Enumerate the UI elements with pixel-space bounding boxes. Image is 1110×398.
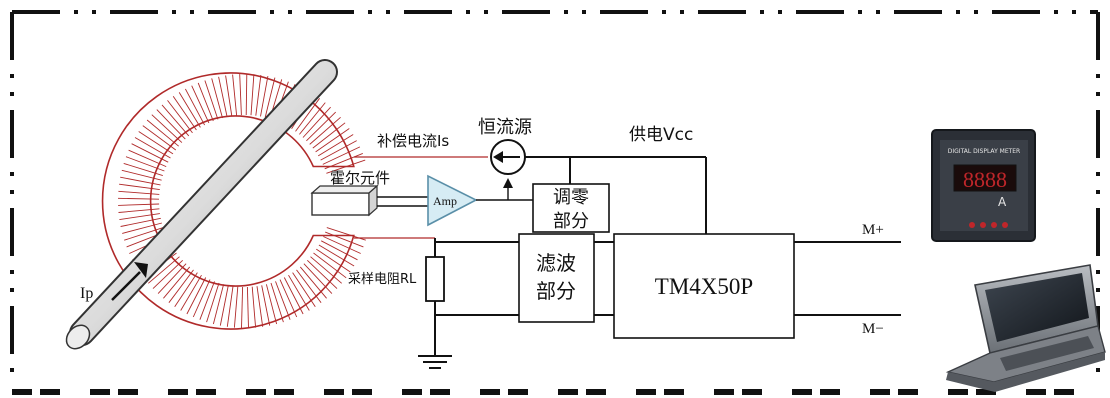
meter-digits: 8888 (963, 167, 1007, 192)
power-supply-label: 供电Vcc (629, 125, 693, 145)
zero-adjust-label-1: 调零 (553, 187, 589, 208)
hall-element-body (312, 193, 369, 215)
meter-unit: A (998, 195, 1007, 209)
filter-block (519, 234, 594, 322)
module-label: TM4X50P (655, 274, 753, 299)
sampling-resistor-label: 采样电阻RL (348, 272, 417, 287)
hall-element-top (312, 186, 377, 193)
current-source-label: 恒流源 (478, 117, 532, 138)
output-plus-label: M+ (862, 222, 884, 238)
compensation-current-label: 补偿电流Is (377, 132, 449, 150)
sampling-resistor (426, 257, 444, 301)
output-minus-label: M− (862, 321, 884, 337)
zero-adjust-label-2: 部分 (553, 211, 589, 232)
laptop-icon (946, 265, 1105, 392)
amplifier-label: Amp (433, 194, 457, 208)
primary-current-label: Ip (80, 285, 93, 302)
control-arrow-icon (503, 178, 513, 188)
meter-brand: DIGITAL DISPLAY METER (948, 148, 1020, 155)
filter-label-1: 滤波 (536, 251, 576, 275)
panel-meter: DIGITAL DISPLAY METER 8888 A (932, 130, 1035, 241)
hall-element-label: 霍尔元件 (330, 169, 390, 187)
filter-label-2: 部分 (536, 279, 576, 303)
